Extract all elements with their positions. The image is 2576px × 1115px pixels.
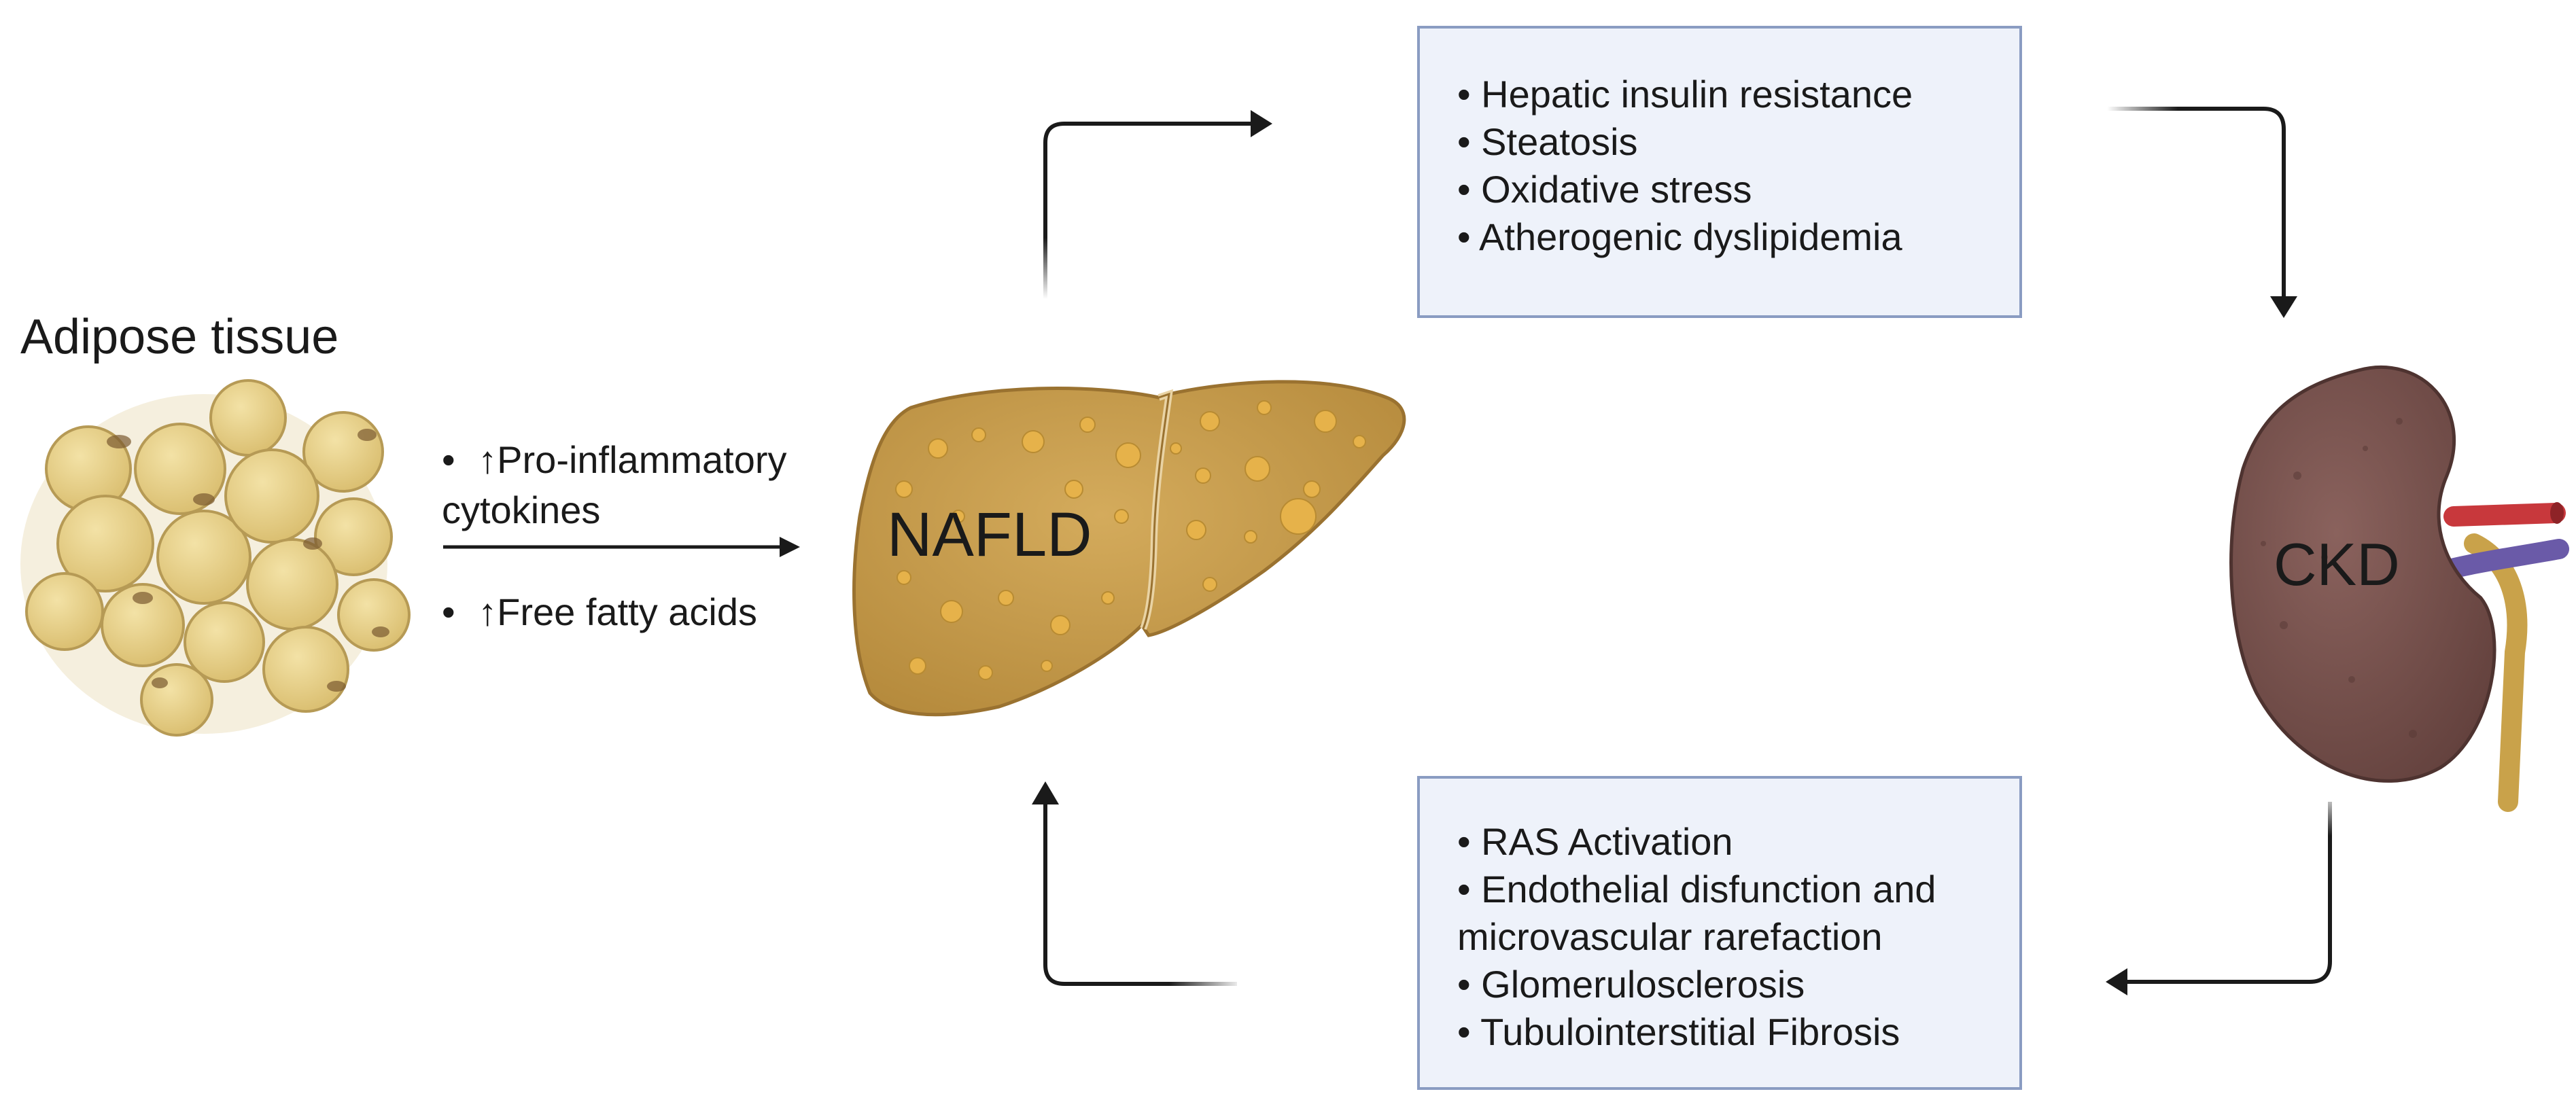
- hepatic-effects-box: • Hepatic insulin resistance • Steatosis…: [1417, 26, 2022, 318]
- up-arrow-icon: ↑: [478, 590, 498, 633]
- list-item: • Steatosis: [1457, 120, 1638, 163]
- bullet: •: [442, 438, 455, 481]
- list-item: • Glomerulosclerosis: [1457, 963, 1805, 1006]
- list-item: • Endothelial disfunction and: [1457, 868, 1936, 910]
- effect-text: Free fatty acids: [497, 590, 757, 633]
- nafld-label: NAFLD: [887, 500, 1092, 569]
- effect-item-cytokines: • ↑Pro-inflammatory: [442, 435, 863, 485]
- adipose-tissue-illustration: [20, 379, 411, 737]
- list-item: • Hepatic insulin resistance: [1457, 73, 1913, 116]
- up-arrow-icon: ↑: [478, 438, 498, 481]
- adipose-title: Adipose tissue: [20, 310, 339, 364]
- effect-text-continuation: cytokines: [442, 489, 601, 531]
- liver-illustration: [852, 380, 1406, 717]
- ckd-label: CKD: [2274, 531, 2400, 598]
- list-item: • RAS Activation: [1457, 820, 1733, 863]
- fade-overlay: [1169, 965, 1244, 1006]
- adipose-effects-list: • ↑Pro-inflammatory cytokines • ↑Free fa…: [442, 435, 863, 637]
- effect-item-ffa: • ↑Free fatty acids: [442, 587, 863, 637]
- list-item: • Tubulointerstitial Fibrosis: [1457, 1010, 1900, 1053]
- kidney-illustration: [2229, 365, 2569, 812]
- renal-effects-box: • RAS Activation • Endothelial disfuncti…: [1417, 776, 2022, 1090]
- bullet: •: [442, 590, 455, 633]
- fade-overlay: [2311, 788, 2352, 836]
- arrow-top-box-to-kidney: [2270, 296, 2297, 318]
- effect-text: Pro-inflammatory: [497, 438, 787, 481]
- list-item: • Atherogenic dyslipidemia: [1457, 215, 1902, 258]
- list-item: • Oxidative stress: [1457, 168, 1752, 211]
- list-item: microvascular rarefaction: [1457, 915, 1883, 958]
- arrow-bottom-box-to-liver: [1032, 781, 1059, 804]
- arrow-kidney-to-bottom-box: [2106, 968, 2127, 995]
- arrow-liver-to-top-box: [1251, 110, 1272, 137]
